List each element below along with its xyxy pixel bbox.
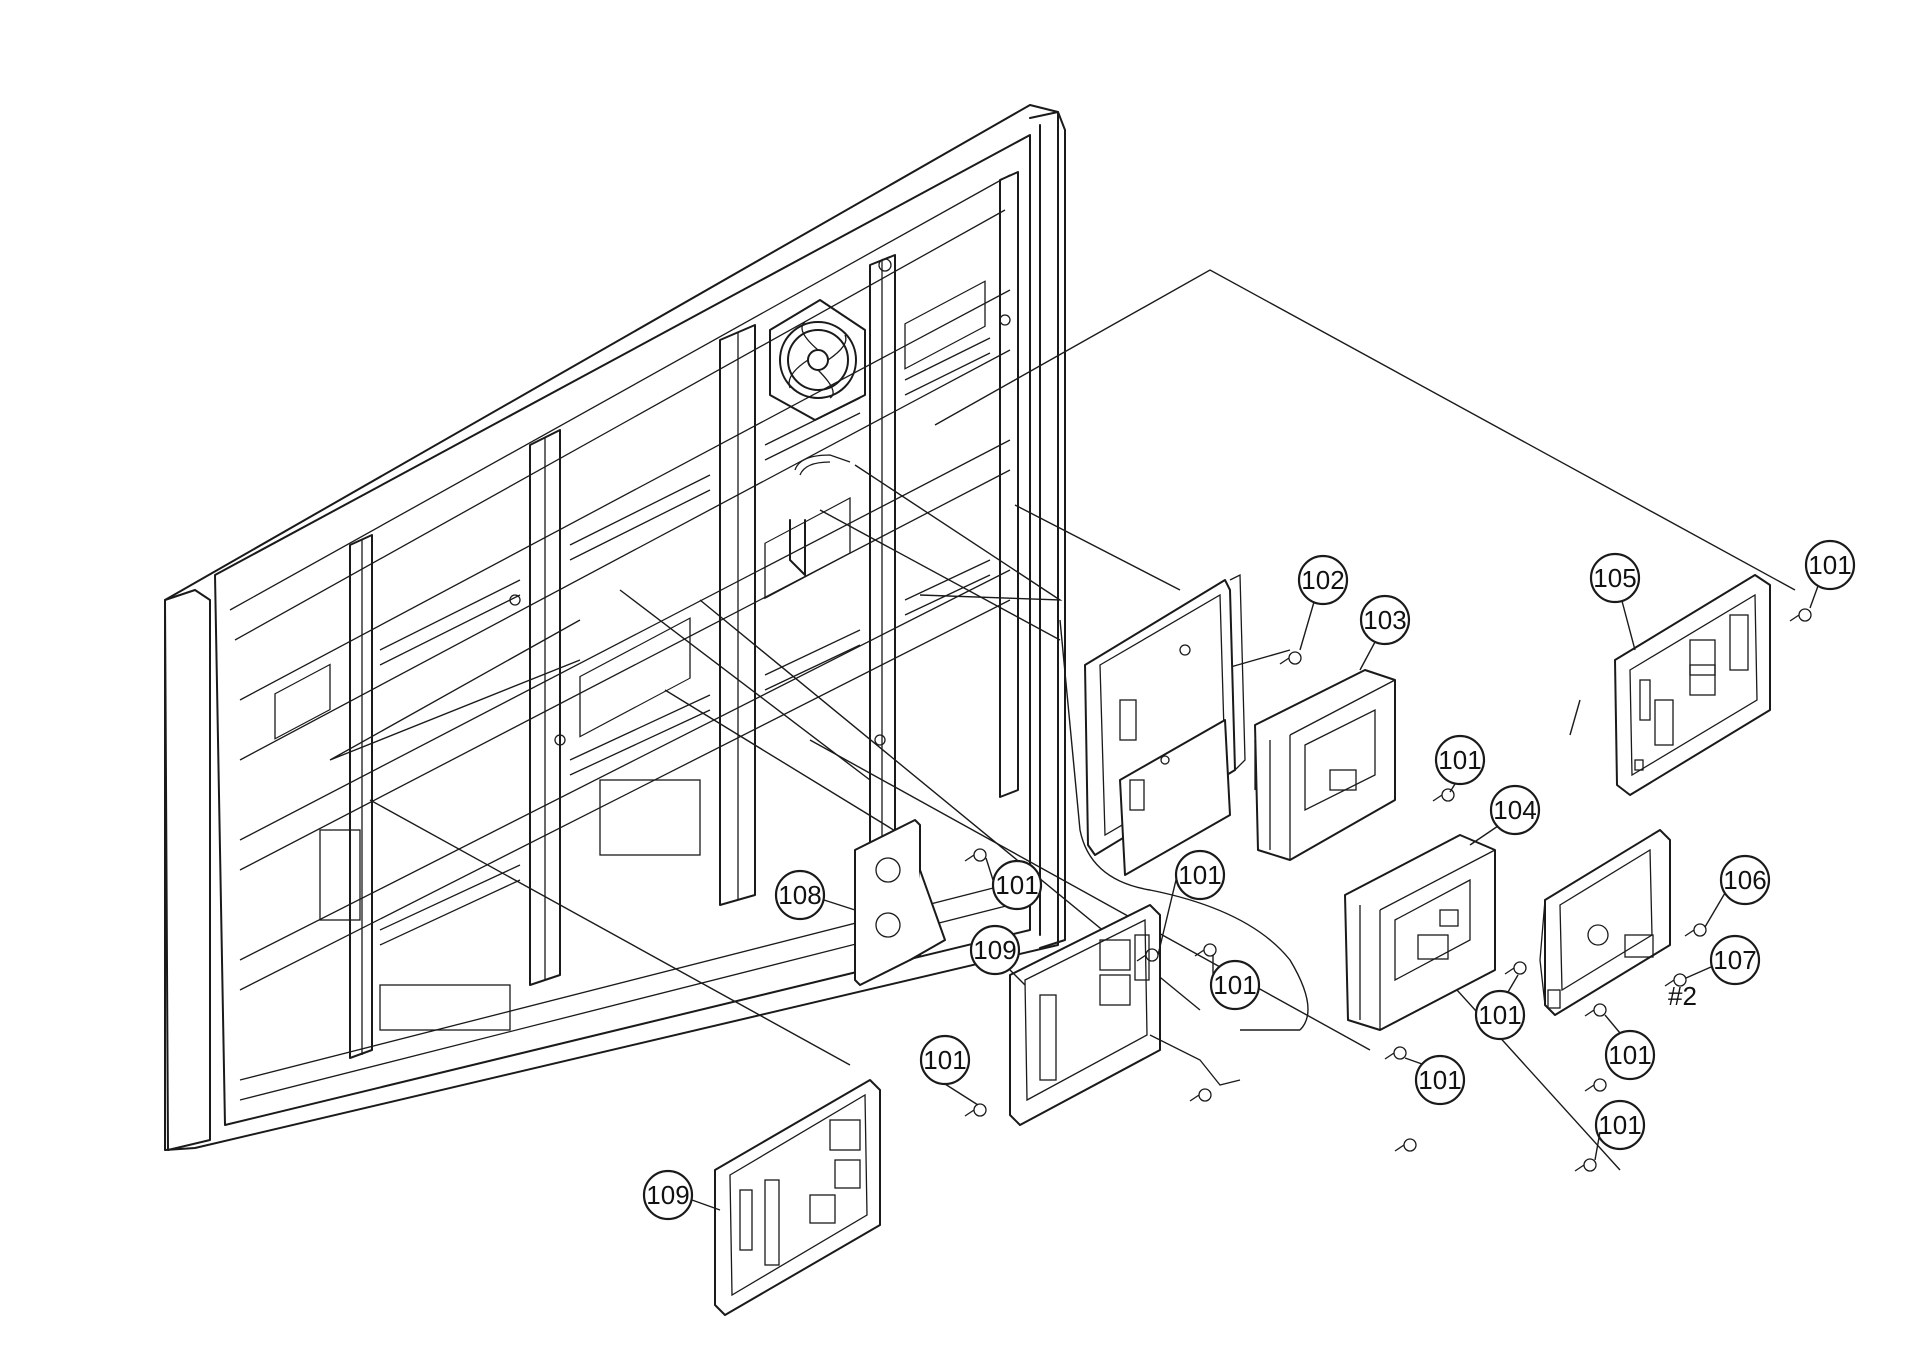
callout-101-top-right: 101 [1804, 539, 1856, 609]
svg-text:101: 101 [1418, 1065, 1461, 1095]
svg-text:108: 108 [778, 880, 821, 910]
svg-text:105: 105 [1593, 563, 1636, 593]
board-106 [1539, 829, 1671, 1016]
fan-icon [769, 299, 866, 421]
svg-text:107: 107 [1713, 945, 1756, 975]
svg-text:101: 101 [995, 870, 1038, 900]
callout-101-board109-low: 101 [919, 1034, 979, 1106]
svg-text:101: 101 [1598, 1110, 1641, 1140]
screw-icon [964, 1103, 987, 1117]
board-109-middle [1009, 904, 1241, 1126]
callout-106: 106 [1704, 854, 1771, 928]
screw-icon [1584, 1078, 1607, 1092]
screw-icon [1584, 1003, 1607, 1017]
screw-icon [1789, 608, 1812, 622]
callout-101-board109-mid: 101 [1209, 955, 1261, 1011]
vertical-rails [349, 171, 1019, 1059]
screw-icon [1504, 961, 1527, 975]
wire-harness [789, 454, 851, 576]
screw-icon [964, 848, 987, 862]
svg-text:101: 101 [1808, 550, 1851, 580]
svg-text:103: 103 [1363, 605, 1406, 635]
svg-text:109: 109 [646, 1180, 689, 1210]
shield-box-103 [1254, 669, 1396, 861]
callout-101-cable: 101 [1404, 1054, 1466, 1106]
screw-icon [1394, 1138, 1417, 1152]
svg-text:101: 101 [1438, 745, 1481, 775]
horizontal-brackets [239, 289, 1011, 991]
screw-icon [1384, 1046, 1407, 1060]
callout-108: 108 [774, 869, 856, 921]
screws [964, 608, 1812, 1172]
svg-text:101: 101 [1213, 970, 1256, 1000]
svg-text:101: 101 [1478, 1000, 1521, 1030]
screw-icon [1189, 1088, 1212, 1102]
callout-101-board106-b: 101 [1594, 1099, 1646, 1161]
svg-text:109: 109 [973, 935, 1016, 965]
callout-101-board106-a: 101 [1604, 1014, 1656, 1081]
callout-101-box104: 101 [1474, 974, 1526, 1041]
callout-104: 104 [1469, 784, 1541, 846]
svg-text:101: 101 [923, 1045, 966, 1075]
board-105 [1614, 574, 1771, 796]
callout-109-low: 109 [642, 1169, 721, 1221]
screw-icon [1279, 651, 1302, 665]
bracket-108 [854, 819, 946, 986]
shield-box-104 [1344, 834, 1496, 1031]
callout-101-board102: 101 [1157, 849, 1226, 956]
main-board-assembly [1084, 573, 1246, 876]
svg-text:106: 106 [1723, 865, 1766, 895]
hash2-annotation: #2 [1668, 981, 1697, 1011]
callout-101-bracket108: 101 [985, 857, 1043, 911]
board-109-lower [714, 1079, 881, 1316]
screw-icon [1664, 973, 1687, 987]
callout-101-box103: 101 [1434, 734, 1486, 793]
svg-text:101: 101 [1608, 1040, 1651, 1070]
screw-icon [1574, 1158, 1597, 1172]
tv-chassis-rear [164, 104, 1066, 1151]
screw-icon [1194, 943, 1217, 957]
callout-103: 103 [1359, 594, 1411, 671]
callout-109-mid: 109 [969, 924, 1026, 986]
chassis-modules [274, 258, 1011, 1031]
callout-107: 107 [1685, 934, 1761, 986]
svg-text:101: 101 [1178, 860, 1221, 890]
callout-105: 105 [1589, 552, 1641, 651]
callouts: 102 103 104 105 101 101 [642, 539, 1856, 1221]
screw-icon [1684, 923, 1707, 937]
screw-icon [1432, 788, 1455, 802]
callout-102: 102 [1297, 554, 1349, 651]
svg-text:102: 102 [1301, 565, 1344, 595]
svg-text:104: 104 [1493, 795, 1536, 825]
